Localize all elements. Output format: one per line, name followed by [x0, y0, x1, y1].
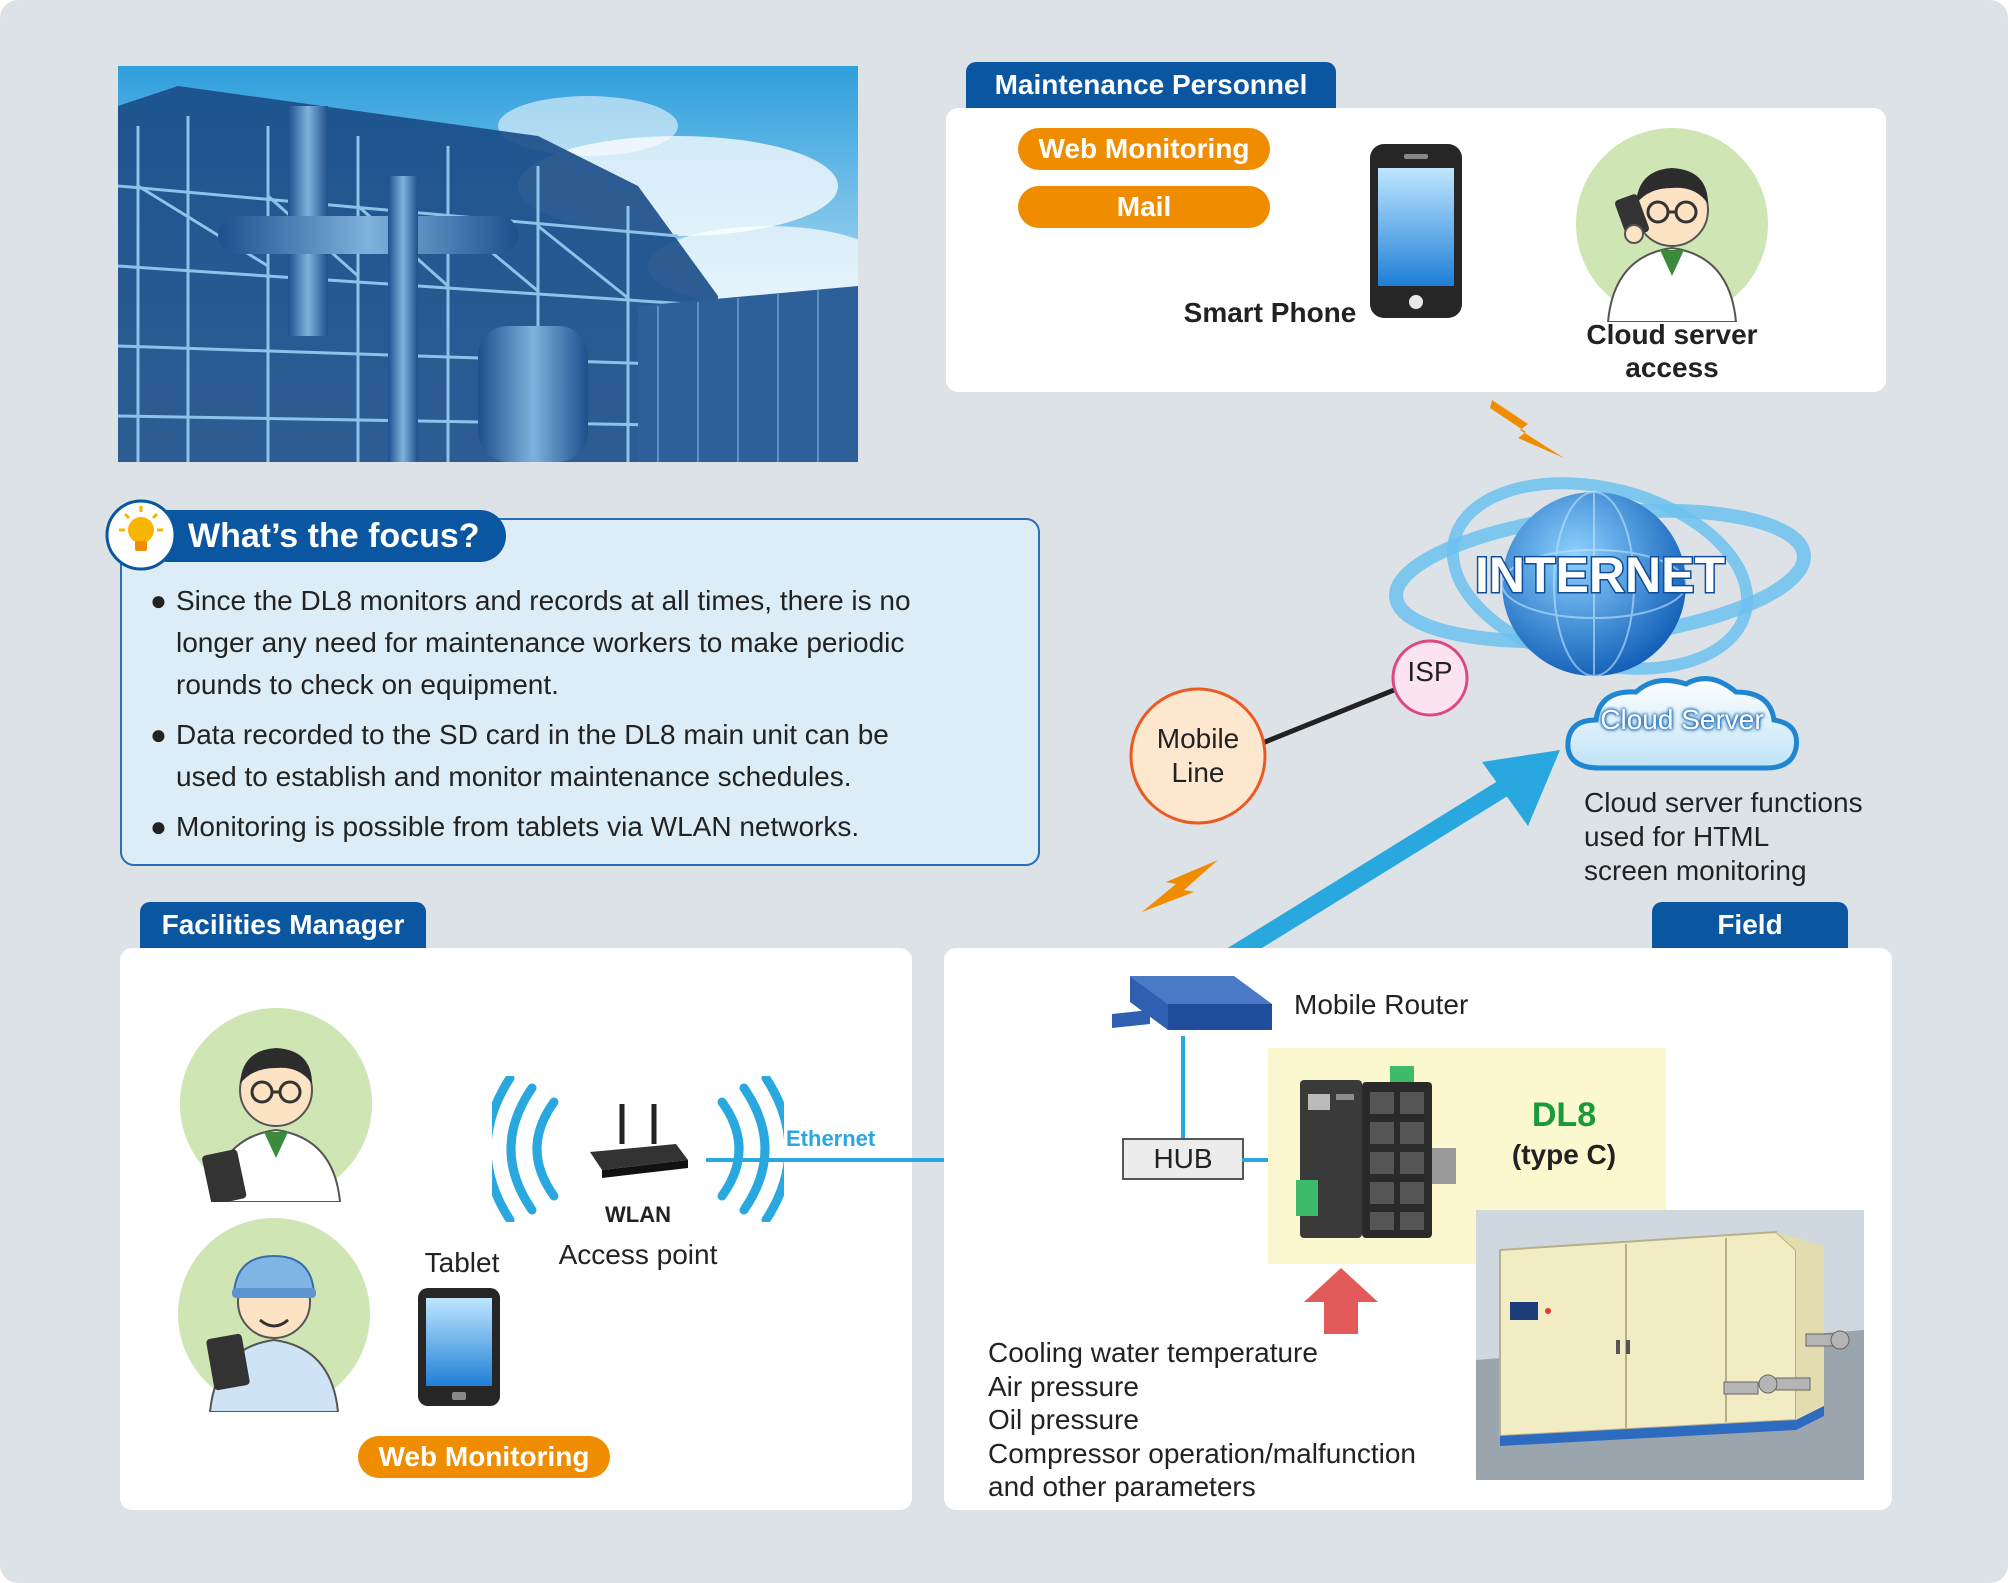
- cloud-desc-line1: Cloud server functions: [1584, 787, 1863, 818]
- person-manager-icon: [180, 1008, 372, 1202]
- mobile-router-icon: [1112, 976, 1272, 1030]
- cloud-access-line1: Cloud server: [1586, 319, 1758, 350]
- access-point-label: Access point: [558, 1239, 718, 1270]
- parameter-item: Oil pressure: [988, 1404, 1139, 1435]
- focus-bullets: ● Since the DL8 monitors and records at …: [150, 580, 1030, 848]
- focus-bullet: ● Monitoring is possible from tablets vi…: [150, 806, 1030, 848]
- hub-box: HUB: [1122, 1138, 1244, 1180]
- person-worker-icon: [178, 1218, 370, 1412]
- wifi-waves-icon: [492, 1076, 784, 1222]
- smart-phone-label: Smart Phone: [1183, 297, 1357, 328]
- cloud-server-description: Cloud server functions used for HTML scr…: [1584, 786, 1884, 888]
- parameter-item: and other parameters: [988, 1471, 1256, 1502]
- lightning-icon: [1142, 860, 1218, 912]
- hub-dl8-link: [1242, 1158, 1270, 1162]
- tablet-icon: [418, 1288, 500, 1406]
- focus-bullet-text: Monitoring is possible from tablets via …: [176, 811, 860, 842]
- mobile-line-text2: Line: [1171, 757, 1225, 788]
- internet-label: INTERNET: [1474, 546, 1727, 605]
- cloud-server-access-label: Cloud server access: [1560, 318, 1784, 384]
- web-monitoring-pill-facilities: Web Monitoring: [358, 1436, 610, 1478]
- dl8-device-icon: [1296, 1066, 1456, 1238]
- compressor-icon: [1476, 1210, 1864, 1480]
- web-monitoring-pill-maintenance: Web Monitoring: [1018, 128, 1270, 170]
- smartphone-icon: [1370, 144, 1462, 318]
- dl8-type-label: (type C): [1511, 1139, 1617, 1170]
- mail-pill: Mail: [1018, 186, 1270, 228]
- lightbulb-icon: [105, 499, 177, 571]
- maintenance-personnel-tab: Maintenance Personnel: [966, 62, 1336, 108]
- mobile-line-label: Mobile Line: [1128, 722, 1268, 790]
- focus-bullet-text: Data recorded to the SD card in the DL8 …: [176, 719, 889, 750]
- wlan-label: WLAN: [605, 1202, 671, 1227]
- wlan-router-icon: [590, 1104, 688, 1178]
- focus-title: What’s the focus?: [188, 517, 480, 555]
- globe-icon: [1389, 477, 1811, 677]
- cloud-access-line2: access: [1625, 352, 1719, 383]
- arrow-up-icon: [1304, 1268, 1378, 1334]
- mobile-line-text1: Mobile: [1156, 723, 1240, 754]
- focus-bullet-text: rounds to check on equipment.: [176, 669, 559, 700]
- focus-bullet-text: longer any need for maintenance workers …: [176, 627, 905, 658]
- factory-photo: [118, 66, 858, 462]
- cloud-desc-line3: screen monitoring: [1584, 855, 1807, 886]
- focus-bullet-text: used to establish and monitor maintenanc…: [176, 761, 852, 792]
- cloud-desc-line2: used for HTML: [1584, 821, 1770, 852]
- focus-box: [120, 518, 1040, 866]
- mobile-isp-link: [1259, 683, 1405, 747]
- lightning-icon: [1490, 400, 1564, 458]
- arrow-diagonal-icon: [1201, 750, 1560, 980]
- dl8-label: DL8: [1531, 1096, 1597, 1134]
- cloud-server-label: Cloud Server: [1600, 704, 1764, 735]
- parameter-item: Cooling water temperature: [988, 1337, 1318, 1368]
- ethernet-label: Ethernet: [786, 1126, 876, 1151]
- focus-bullet: ● Since the DL8 monitors and records at …: [150, 580, 1030, 706]
- router-hub-link: [1181, 1036, 1185, 1142]
- field-tab: Field: [1652, 902, 1848, 948]
- mobile-line-node: [1129, 687, 1267, 825]
- parameter-item: Compressor operation/malfunction: [988, 1437, 1416, 1469]
- parameter-item: Air pressure: [988, 1370, 1139, 1402]
- mobile-router-label: Mobile Router: [1294, 989, 1469, 1020]
- internet-text: INTERNET: [1475, 547, 1725, 603]
- focus-bullet-text: Since the DL8 monitors and records at al…: [176, 585, 911, 616]
- cloud-icon: [1565, 676, 1800, 771]
- tablet-label: Tablet: [424, 1247, 500, 1278]
- focus-bullet: ● Data recorded to the SD card in the DL…: [150, 714, 1030, 798]
- facilities-manager-tab: Facilities Manager: [140, 902, 426, 948]
- field-parameters: Cooling water temperature Air pressure O…: [988, 1336, 1468, 1504]
- person-maintenance-icon: [1576, 128, 1768, 322]
- isp-node: [1391, 639, 1469, 717]
- isp-label: ISP: [1407, 656, 1453, 687]
- focus-title-bar: [142, 510, 506, 562]
